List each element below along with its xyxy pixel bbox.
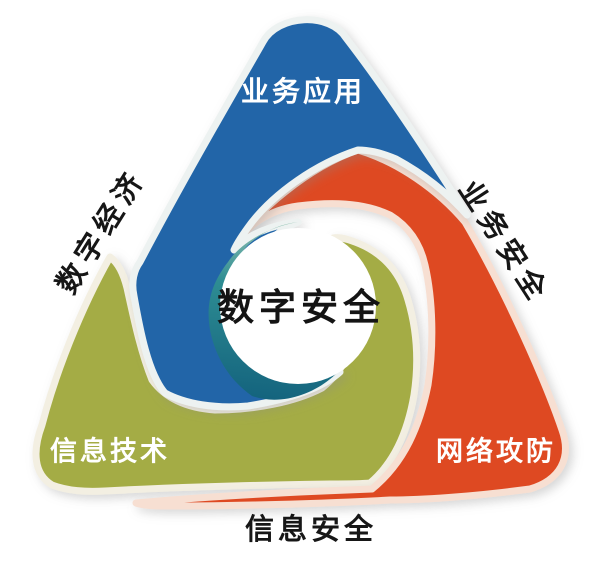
bottom-edge-label: 信息安全 [244,512,378,546]
green-blade [32,234,421,495]
blue-blade-label: 业务应用 [240,75,366,108]
center-circle [220,228,376,384]
orange-blade-label: 网络攻防 [436,436,556,468]
center-title: 数字安全 [217,286,385,329]
green-blade-label: 信息技术 [50,436,170,468]
orange-blade [132,146,569,510]
